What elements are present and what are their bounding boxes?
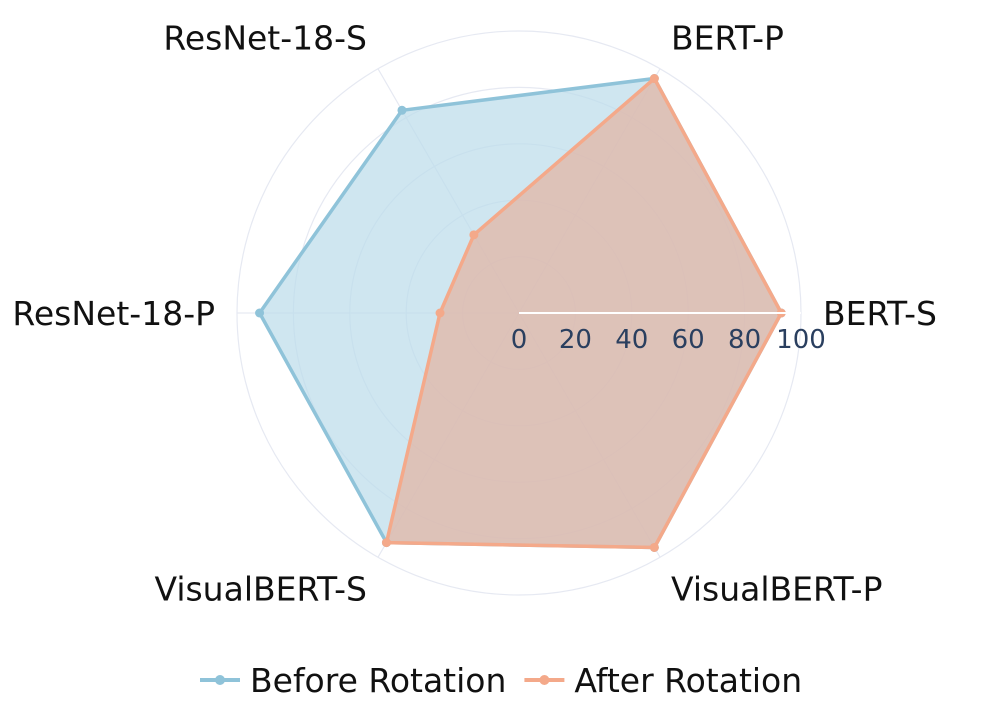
radial-tick-label-2: 40 [615,325,648,355]
legend-label-0: Before Rotation [250,661,506,700]
axis-label-resnet-18-p: ResNet-18-P [12,294,215,333]
series-1-point-4 [381,538,391,548]
radial-tick-label-5: 100 [776,325,826,355]
legend[interactable]: Before Rotation After Rotation [200,661,802,700]
legend-item-1[interactable]: After Rotation [524,661,802,700]
axis-label-bert-p: BERT-P [671,19,784,58]
axis-label-visualbert-p: VisualBERT-P [671,569,882,608]
legend-marker-1 [539,675,550,685]
legend-label-1: After Rotation [574,661,802,700]
radial-tick-label-3: 60 [672,325,705,355]
axis-label-resnet-18-s: ResNet-18-S [163,19,367,58]
axis-label-bert-s: BERT-S [823,294,937,333]
series-1-point-5 [649,542,659,552]
series-0-point-2 [397,105,407,115]
axis-label-visualbert-s: VisualBERT-S [154,569,367,608]
radial-ticks: 0 20 40 60 80 100 [511,312,826,355]
series-0-point-3 [255,308,265,318]
radial-tick-label-4: 80 [728,325,761,355]
axis-labels: BERT-S BERT-P ResNet-18-S ResNet-18-P Visual… [12,19,937,609]
legend-item-0[interactable]: Before Rotation [200,661,506,700]
series-1-point-3 [435,308,445,318]
series-1-point-1 [649,74,659,84]
series-1-point-2 [469,230,479,240]
legend-marker-0 [215,675,225,685]
radial-tick-label-1: 20 [559,325,592,355]
radial-tick-label-0: 0 [511,325,528,355]
